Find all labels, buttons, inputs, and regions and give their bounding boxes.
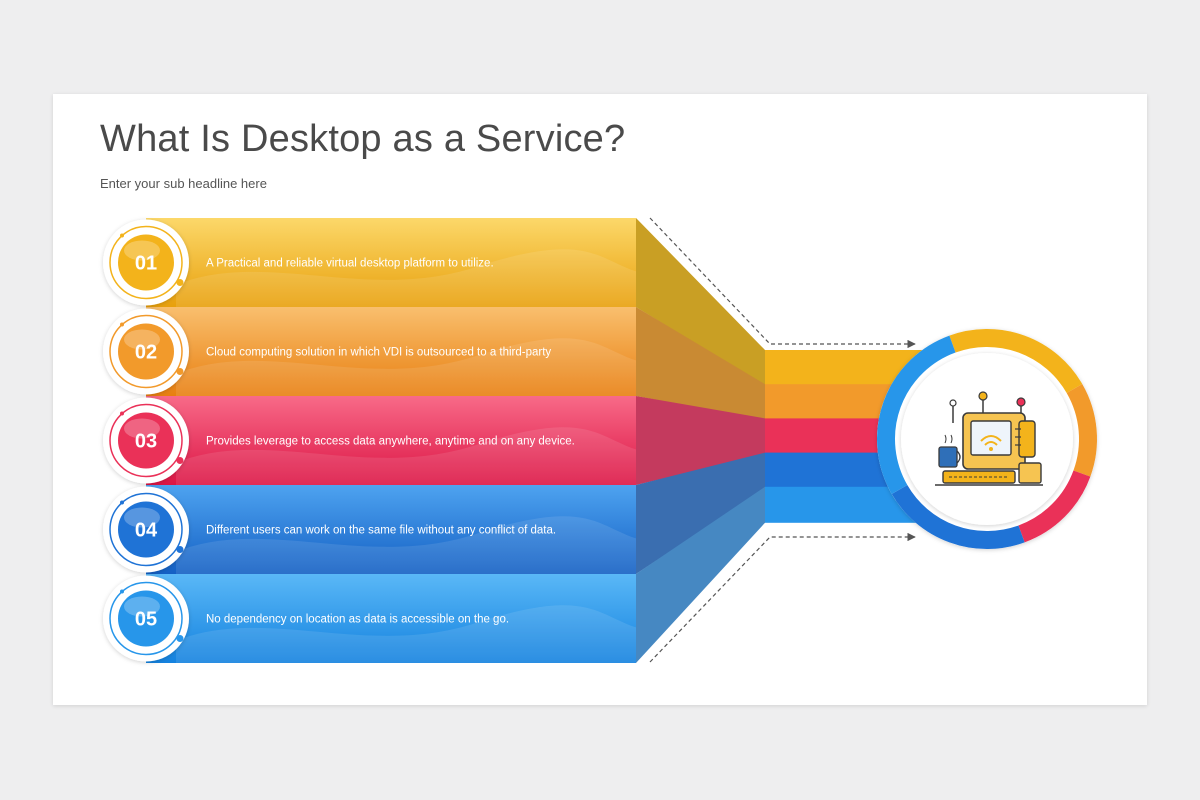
badge-number-01: 01 bbox=[135, 253, 157, 275]
band-01 bbox=[146, 218, 636, 307]
band-wave-03 bbox=[176, 427, 636, 485]
fold-01 bbox=[636, 218, 765, 386]
badge-gloss-05 bbox=[124, 596, 160, 617]
badge-ring-04 bbox=[109, 492, 183, 567]
badge-gloss-01 bbox=[124, 240, 160, 261]
fold-04 bbox=[636, 452, 765, 574]
badge-core-05 bbox=[118, 590, 174, 647]
band-text-05: No dependency on location as data is acc… bbox=[206, 614, 509, 626]
badge-core-03 bbox=[118, 412, 174, 469]
fold-03 bbox=[636, 396, 765, 485]
band-text-04: Different users can work on the same fil… bbox=[206, 525, 556, 537]
badge-core-04 bbox=[118, 501, 174, 558]
badge-core-01 bbox=[118, 234, 174, 291]
hub-ring-segment bbox=[877, 335, 956, 494]
fold-05 bbox=[636, 486, 765, 663]
band-text-03: Provides leverage to access data anywher… bbox=[206, 436, 575, 448]
band-03 bbox=[146, 396, 636, 485]
band-05 bbox=[146, 574, 636, 663]
badge-ring-01 bbox=[109, 225, 183, 300]
badge-dot-small-05 bbox=[120, 589, 124, 594]
connector-top bbox=[649, 217, 916, 349]
badge-gloss-03 bbox=[124, 418, 160, 439]
page-subtitle: Enter your sub headline here bbox=[100, 176, 267, 191]
badge-dot-02 bbox=[176, 368, 184, 375]
badge-gloss-04 bbox=[124, 507, 160, 528]
badge-dot-small-03 bbox=[120, 411, 124, 416]
badge-ring-03 bbox=[109, 403, 183, 478]
badge-core-02 bbox=[118, 323, 174, 380]
band-text-01: A Practical and reliable virtual desktop… bbox=[206, 258, 494, 270]
connector-bottom bbox=[649, 532, 916, 663]
badge-dot-03 bbox=[176, 457, 184, 464]
band-wave-02 bbox=[176, 338, 636, 396]
badge-ring-05 bbox=[109, 581, 183, 656]
badge-number-03: 03 bbox=[135, 431, 157, 453]
band-text-02: Cloud computing solution in which VDI is… bbox=[206, 347, 551, 359]
badge-dot-04 bbox=[176, 546, 184, 553]
badge-number-05: 05 bbox=[135, 609, 157, 631]
badge-number-04: 04 bbox=[135, 520, 158, 542]
hub-ring-segment bbox=[949, 329, 1083, 394]
hub-ring-segment bbox=[1066, 384, 1097, 477]
band-wave-04 bbox=[176, 516, 636, 574]
badge-dot-small-02 bbox=[120, 322, 124, 327]
badge-dot-small-04 bbox=[120, 500, 124, 505]
badge-dot-05 bbox=[176, 635, 184, 642]
badge-number-02: 02 bbox=[135, 342, 157, 364]
band-04 bbox=[146, 485, 636, 574]
hub-ring-segment bbox=[1018, 470, 1091, 543]
band-wave-01 bbox=[176, 249, 636, 307]
computer-icon bbox=[935, 391, 1043, 486]
badge-dot-small-01 bbox=[120, 233, 124, 238]
badge-gloss-02 bbox=[124, 329, 160, 350]
page-title: What Is Desktop as a Service? bbox=[100, 118, 626, 160]
badge-dot-01 bbox=[176, 279, 184, 286]
badge-ring-02 bbox=[109, 314, 183, 389]
band-wave-05 bbox=[176, 605, 636, 663]
fold-02 bbox=[636, 307, 765, 421]
band-02 bbox=[146, 307, 636, 396]
hub-ring-segment bbox=[891, 484, 1025, 549]
